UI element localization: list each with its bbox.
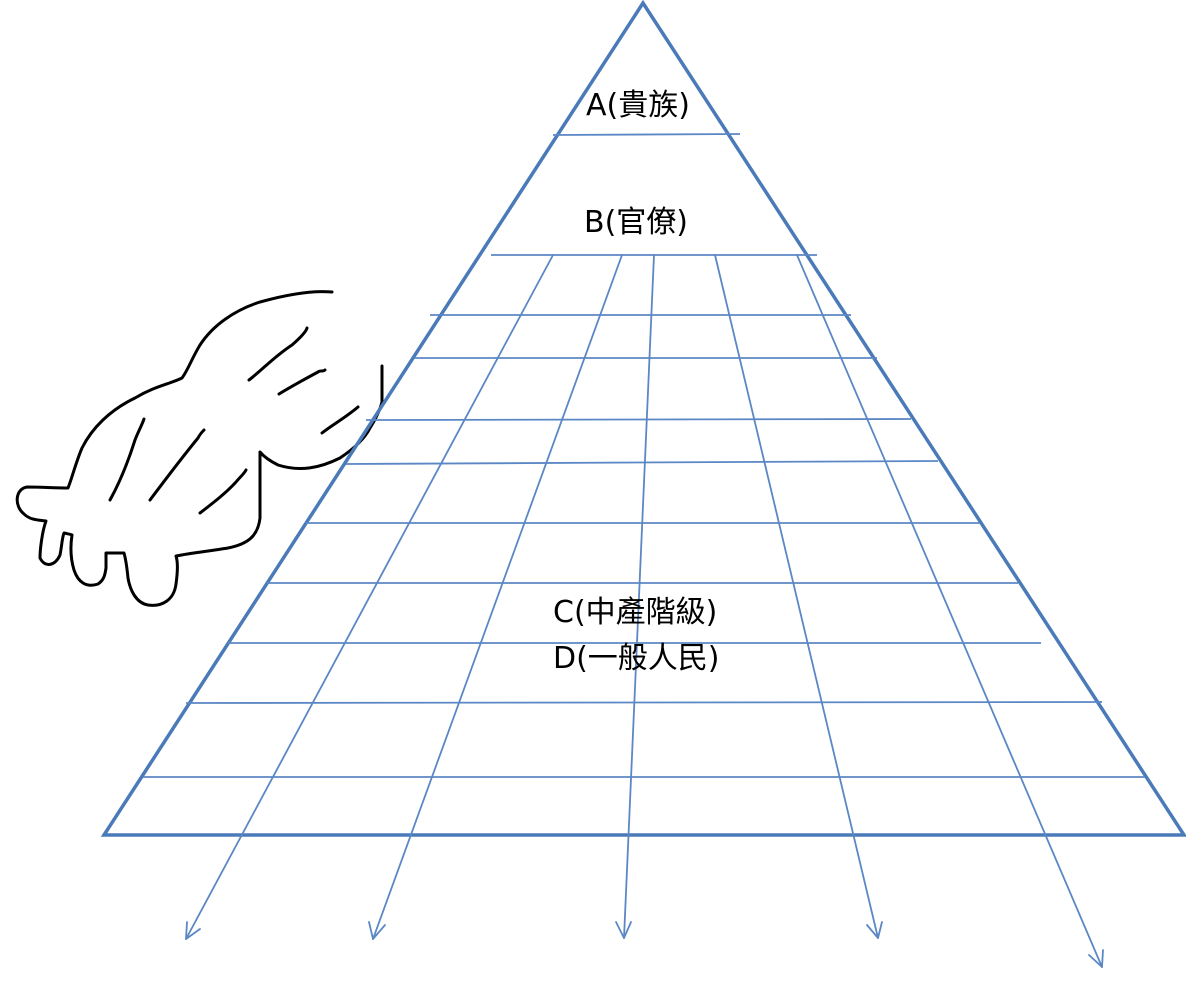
hand-line-5 (108, 417, 146, 502)
tier-label-c: C(中產階級) (553, 598, 717, 628)
arrow-head-3 (615, 921, 632, 939)
column-line-3 (623, 254, 655, 939)
tier-line-a (552, 133, 741, 136)
arrow-head-5 (1088, 949, 1104, 968)
grid-row-line (185, 701, 1103, 704)
hand-line-1 (247, 326, 309, 382)
hand-icon (15, 290, 384, 607)
hand-line-6 (198, 468, 248, 515)
column-lines (185, 254, 1104, 968)
arrow-head-1 (185, 921, 201, 940)
hand-line-3 (320, 405, 360, 435)
column-line-5 (796, 254, 1103, 968)
column-line-4 (714, 254, 879, 939)
tier-lines (143, 133, 1145, 778)
tier-label-b-text: B(官僚) (584, 205, 688, 240)
grid-row-line (345, 460, 939, 465)
arrow-head-4 (866, 921, 883, 939)
tier-label-a: A(貴族) (586, 91, 690, 121)
pyramid-outline (100, 0, 1186, 837)
pyramid-triangle (100, 0, 1186, 837)
column-line-1 (185, 254, 554, 940)
tier-label-a-text: A(貴族) (586, 88, 690, 123)
tier-label-d-text: D(一般人民) (553, 641, 720, 676)
column-line-2 (372, 254, 623, 940)
hand-outline (15, 290, 384, 607)
tier-label-d: D(一般人民) (553, 644, 720, 674)
tier-label-b: B(官僚) (584, 208, 688, 238)
tier-label-c-text: C(中產階級) (553, 595, 718, 630)
hand-line-4 (148, 428, 206, 502)
grid-row-line (365, 418, 912, 421)
hand-line-2 (277, 368, 327, 396)
arrow-head-2 (368, 921, 386, 940)
